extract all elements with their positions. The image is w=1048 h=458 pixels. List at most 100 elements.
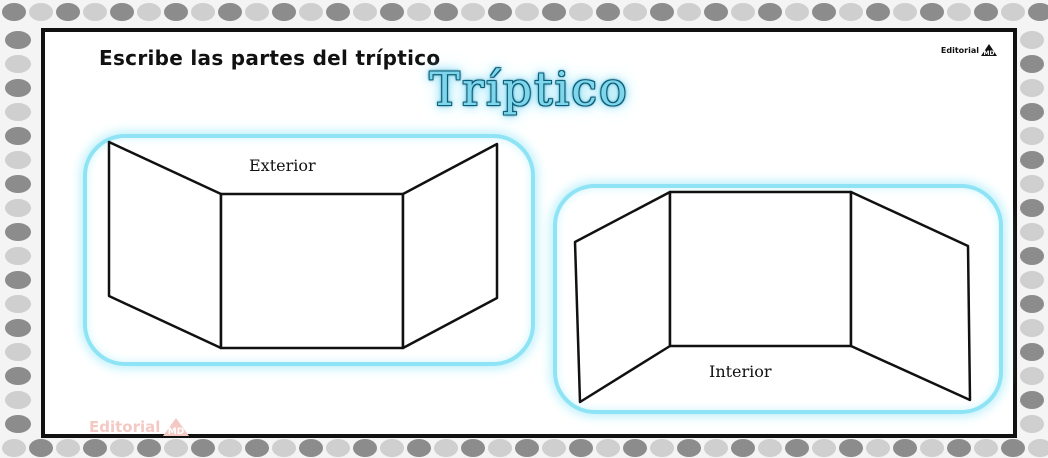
border-dot xyxy=(5,247,31,265)
border-dot xyxy=(515,439,539,457)
border-dot xyxy=(5,103,31,121)
border-dot xyxy=(1001,3,1025,21)
border-dot xyxy=(920,3,944,21)
border-dot xyxy=(164,439,188,457)
border-dot xyxy=(731,439,755,457)
border-dot xyxy=(2,3,26,21)
border-dot xyxy=(542,439,566,457)
triptych-drawings xyxy=(107,140,972,404)
border-dot xyxy=(866,3,890,21)
border-dot xyxy=(488,3,512,21)
border-dot xyxy=(1020,31,1044,49)
border-dot xyxy=(812,3,836,21)
border-dot xyxy=(434,3,458,21)
publisher-mark-icon: MD xyxy=(981,44,997,57)
border-dot xyxy=(1020,199,1044,217)
border-dot xyxy=(596,439,620,457)
border-dot xyxy=(1020,151,1044,169)
border-dot xyxy=(326,3,350,21)
interior-left-panel[interactable] xyxy=(573,190,672,404)
border-dot xyxy=(245,439,269,457)
border-dot xyxy=(299,3,323,21)
border-dot xyxy=(5,79,31,97)
border-dot xyxy=(5,295,31,313)
border-dot xyxy=(5,319,31,337)
border-dot xyxy=(596,3,620,21)
border-dot xyxy=(1020,343,1044,361)
border-dot xyxy=(893,439,917,457)
border-dot xyxy=(5,31,31,49)
border-dot xyxy=(5,343,31,361)
border-dot xyxy=(191,3,215,21)
watermark-mark-text: MD xyxy=(168,427,184,437)
border-dot xyxy=(461,439,485,457)
border-dot xyxy=(731,3,755,21)
border-dot xyxy=(1020,247,1044,265)
border-dot xyxy=(785,439,809,457)
border-dot xyxy=(353,439,377,457)
border-dot xyxy=(191,439,215,457)
border-dot xyxy=(758,439,782,457)
exterior-triptych xyxy=(107,140,499,350)
border-dot xyxy=(29,3,53,21)
worksheet-title: Tríptico xyxy=(429,62,629,116)
border-dot xyxy=(704,439,728,457)
border-dot xyxy=(110,3,134,21)
border-dot xyxy=(488,439,512,457)
border-dot xyxy=(758,3,782,21)
border-dot xyxy=(56,3,80,21)
border-dot xyxy=(5,391,31,409)
border-dot xyxy=(5,415,31,433)
border-dot xyxy=(245,3,269,21)
border-dot xyxy=(137,439,161,457)
border-dot xyxy=(272,439,296,457)
publisher-mark-text: MD xyxy=(984,50,995,57)
border-dot xyxy=(353,3,377,21)
border-dot xyxy=(5,175,31,193)
border-dot xyxy=(569,439,593,457)
interior-center-panel[interactable] xyxy=(668,190,853,348)
border-dot xyxy=(326,439,350,457)
exterior-center-panel[interactable] xyxy=(219,192,405,350)
border-dot xyxy=(407,439,431,457)
border-dot xyxy=(974,439,998,457)
border-dot xyxy=(218,439,242,457)
border-dot xyxy=(407,3,431,21)
border-dot xyxy=(5,223,31,241)
border-dot xyxy=(83,3,107,21)
border-dot xyxy=(83,439,107,457)
border-dot xyxy=(569,3,593,21)
border-dot xyxy=(5,271,31,289)
worksheet-card: Escribe las partes del tríptico Tríptico… xyxy=(41,28,1017,438)
border-dot xyxy=(5,55,31,73)
border-dot xyxy=(623,439,647,457)
exterior-right-panel[interactable] xyxy=(401,142,499,350)
border-dot xyxy=(110,439,134,457)
border-dot xyxy=(947,439,971,457)
border-dot xyxy=(893,3,917,21)
border-dot xyxy=(1020,367,1044,385)
interior-right-panel[interactable] xyxy=(849,190,972,402)
border-dot xyxy=(5,199,31,217)
border-dot xyxy=(515,3,539,21)
watermark-text: Editorial xyxy=(89,418,161,436)
border-dot xyxy=(677,439,701,457)
border-dot xyxy=(5,367,31,385)
border-dot xyxy=(1020,391,1044,409)
border-dot xyxy=(29,439,53,457)
border-dot xyxy=(137,3,161,21)
border-dot xyxy=(1020,103,1044,121)
border-dot xyxy=(5,151,31,169)
interior-triptych xyxy=(573,190,972,404)
watermark: Editorial MD xyxy=(89,416,190,438)
publisher-logo: Editorial MD xyxy=(941,43,997,57)
border-dot xyxy=(677,3,701,21)
border-dot xyxy=(1020,415,1044,433)
border-dot xyxy=(947,3,971,21)
exterior-label: Exterior xyxy=(249,156,316,175)
border-dot xyxy=(704,3,728,21)
border-dot xyxy=(542,3,566,21)
border-dot xyxy=(1020,175,1044,193)
exterior-left-panel[interactable] xyxy=(107,140,223,350)
interior-label: Interior xyxy=(709,362,772,381)
